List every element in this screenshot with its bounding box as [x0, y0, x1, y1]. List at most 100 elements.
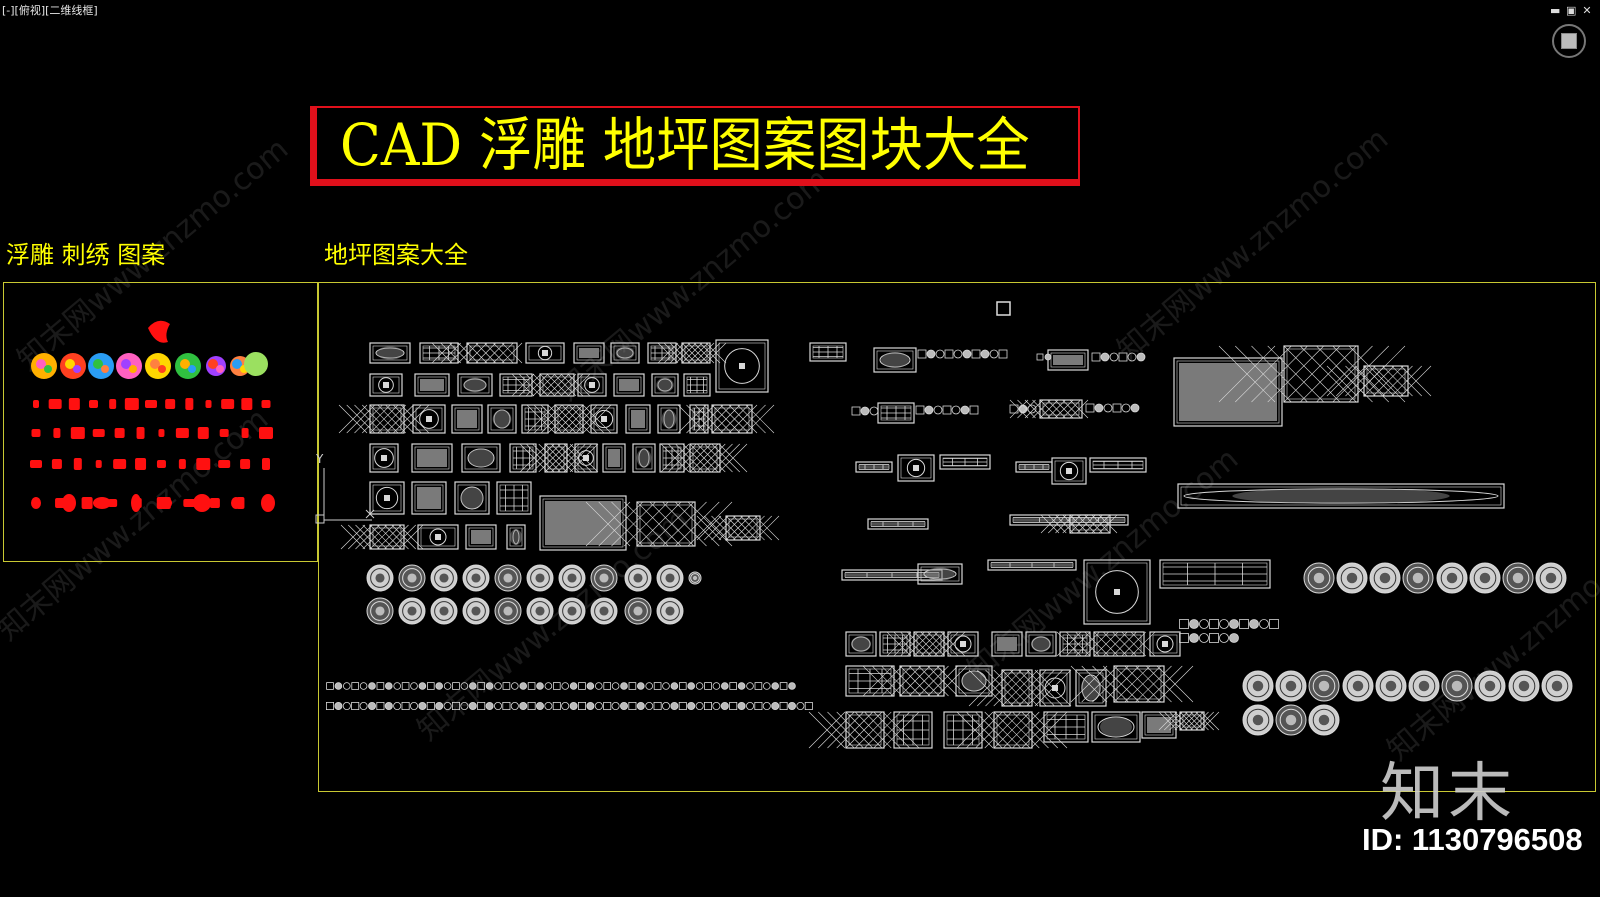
block-outline: [419, 342, 459, 364]
strip-dot: [720, 682, 729, 690]
block-outline: [574, 443, 598, 473]
strip-dot: [561, 682, 569, 690]
medallion-core: [633, 606, 643, 616]
hatch-line: [1112, 631, 1137, 657]
relief-frame[interactable]: [3, 282, 318, 562]
floor-pattern-block: [602, 443, 626, 473]
viewport-label[interactable]: [-][俯视][二维线框]: [2, 4, 98, 17]
floor-pattern-block: [1070, 665, 1194, 703]
hatch-line: [747, 515, 772, 541]
strip-dot: [926, 349, 936, 359]
strip-dot: [953, 349, 963, 359]
block-inner: [557, 407, 581, 431]
hatch-line: [1032, 399, 1051, 419]
center-mark: [1162, 641, 1168, 647]
floor-pattern-block: [917, 563, 963, 585]
strip-dot: [544, 702, 553, 711]
strip-tile: [998, 349, 1008, 359]
relief-embroidery-motif: [206, 356, 226, 376]
medallion-ring: [1473, 566, 1497, 590]
hatch-line: [377, 404, 406, 434]
hatch-line: [1179, 711, 1199, 731]
strip-tile: [1036, 353, 1044, 361]
medallion-core: [665, 573, 675, 583]
solid-fill: [471, 530, 491, 544]
center-mark: [1052, 685, 1058, 691]
hatch-line: [704, 515, 729, 541]
block-inner: [950, 634, 976, 654]
hatch-line: [1200, 711, 1220, 731]
restore-icon[interactable]: ▣: [1566, 4, 1577, 17]
floor-medallion: [1308, 670, 1340, 702]
medallion-ring: [1440, 566, 1464, 590]
section-label-floor[interactable]: 地坪图案大全: [324, 241, 468, 269]
block-outline: [987, 559, 1077, 571]
floor-medallion: [1408, 670, 1440, 702]
strip-tile: [969, 405, 979, 415]
relief-red-motif: [240, 459, 251, 469]
hatch-line: [1121, 631, 1146, 657]
hatch-line: [687, 501, 733, 547]
floor-pattern-block: [573, 342, 605, 364]
solid-fill: [579, 348, 599, 358]
floor-pattern-block: [715, 339, 769, 393]
strip-tile: [553, 682, 561, 690]
hatch-line: [1024, 399, 1044, 419]
hatch-line: [872, 665, 903, 697]
hatch-line: [675, 443, 704, 473]
center-mark: [589, 382, 595, 388]
block-inner: [996, 714, 1030, 746]
medallion-core: [567, 573, 577, 583]
floor-pattern-block: [1149, 631, 1181, 657]
section-label-relief[interactable]: 浮雕 刺绣 图案: [6, 241, 166, 269]
motif-accent: [150, 359, 160, 369]
hatch-line: [956, 711, 994, 749]
floor-medallion: [1502, 562, 1534, 594]
floor-pattern-block: [862, 665, 968, 697]
hatch-line: [611, 501, 656, 547]
strip-dot: [989, 349, 999, 359]
hatch-line: [881, 665, 912, 697]
hatch-line: [975, 711, 1012, 749]
hatch-line: [400, 404, 430, 434]
strip-tile: [502, 682, 511, 690]
medallion-ring: [1512, 674, 1536, 698]
strip-tile: [917, 349, 927, 359]
hatch-line: [567, 373, 591, 397]
block-outline: [506, 524, 526, 550]
minimize-icon[interactable]: ▬: [1550, 4, 1561, 17]
hatch-line: [1081, 665, 1118, 703]
strip-dot: [1121, 403, 1131, 413]
relief-red-motif: [158, 497, 172, 509]
motif-accent: [232, 359, 242, 369]
relief-embroidery-motif: [145, 353, 171, 379]
watermark-logo: 知末: [1380, 757, 1516, 831]
hatch-line: [1195, 711, 1214, 731]
block-inner: [372, 446, 396, 470]
block-outline: [1009, 514, 1129, 526]
block-inner: [848, 714, 882, 746]
medallion-ring: [402, 568, 422, 588]
floor-pattern-block: [509, 443, 537, 473]
close-icon[interactable]: ✕: [1582, 4, 1592, 17]
hatch-line: [677, 404, 707, 434]
floor-pattern-block: [1059, 631, 1091, 657]
motif-accent: [93, 359, 103, 369]
strip-tile: [1179, 633, 1189, 643]
drawing-title[interactable]: CAD 浮雕 地坪图案图块大全: [340, 111, 1030, 179]
hatch-line: [663, 342, 685, 364]
center-mark: [601, 416, 607, 422]
center-mark: [583, 455, 589, 461]
strip-dot: [569, 682, 578, 690]
title-frame[interactable]: [310, 106, 1080, 186]
block-outline: [1039, 669, 1071, 707]
block-outline: [457, 373, 493, 397]
floor-pattern-block: [879, 631, 911, 657]
floor-medallion: [398, 564, 426, 592]
floor-frame[interactable]: [318, 282, 1596, 792]
viewcube-face[interactable]: [1561, 33, 1577, 49]
viewcube-icon[interactable]: [1552, 24, 1586, 58]
strip-dot: [1229, 633, 1239, 643]
